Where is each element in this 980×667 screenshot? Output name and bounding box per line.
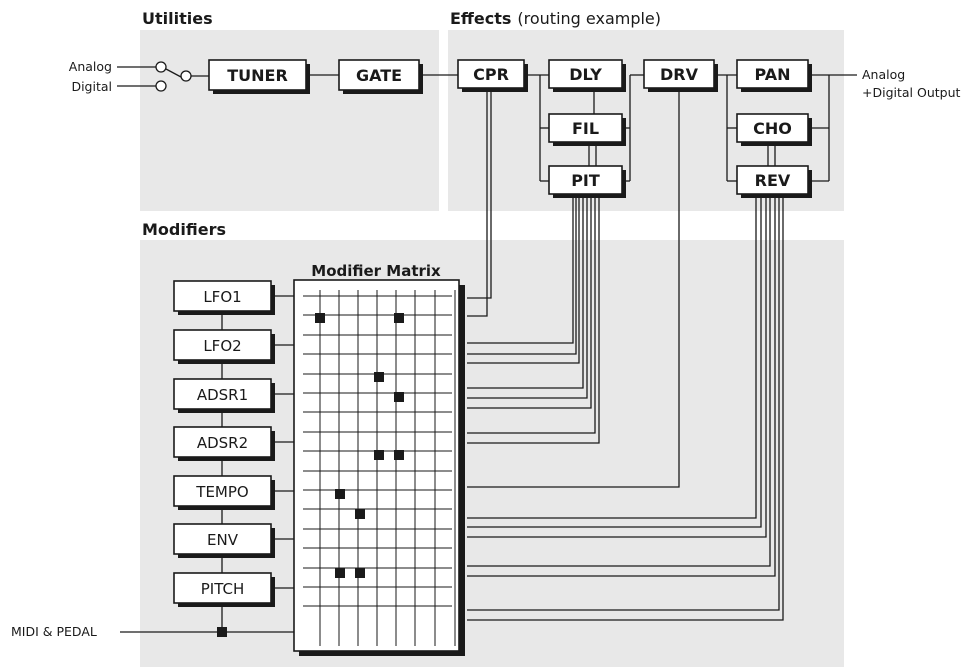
output-label-line2: +Digital Output: [862, 85, 961, 100]
matrix-connection-dot: [374, 450, 384, 460]
pan-block: PAN: [736, 59, 812, 92]
matrix-connection-dot: [394, 450, 404, 460]
svg-text:PITCH: PITCH: [201, 580, 245, 598]
matrix-connection-dot: [394, 313, 404, 323]
matrix-connection-dot: [374, 372, 384, 382]
adsr1-block: ADSR1: [173, 378, 275, 413]
lfo2-block: LFO2: [173, 329, 275, 364]
svg-text:PIT: PIT: [571, 171, 600, 190]
drv-block: DRV: [643, 59, 718, 92]
cpr-block: CPR: [457, 59, 528, 92]
gate-block: GATE: [338, 59, 423, 94]
svg-text:TUNER: TUNER: [227, 66, 288, 85]
matrix-connection-dot: [394, 392, 404, 402]
svg-text:CHO: CHO: [753, 119, 792, 138]
effects-title: Effects (routing example): [450, 9, 661, 28]
pitch-block: PITCH: [173, 572, 275, 607]
dly-block: DLY: [548, 59, 626, 92]
matrix-connection-dot: [355, 509, 365, 519]
modifier-routing-lines: [467, 88, 784, 621]
svg-text:LFO1: LFO1: [203, 288, 241, 306]
signal-chain-lines: [306, 74, 857, 182]
output-label-line1: Analog: [862, 67, 905, 82]
env-block: ENV: [173, 523, 275, 558]
modifiers-title: Modifiers: [142, 220, 226, 239]
adsr2-block: ADSR2: [173, 426, 275, 461]
matrix-connection-dot: [355, 568, 365, 578]
matrix-connection-dot: [335, 489, 345, 499]
input-switch: [117, 61, 209, 92]
modifier-matrix: [293, 279, 465, 656]
cho-block: CHO: [736, 113, 812, 146]
tuner-block: TUNER: [208, 59, 310, 94]
matrix-connection-dot: [335, 568, 345, 578]
svg-text:TEMPO: TEMPO: [195, 483, 248, 501]
utilities-title: Utilities: [142, 9, 213, 28]
fil-block: FIL: [548, 113, 626, 146]
matrix-title: Modifier Matrix: [311, 262, 441, 280]
svg-text:LFO2: LFO2: [203, 337, 241, 355]
rev-block: REV: [736, 165, 812, 198]
svg-text:REV: REV: [755, 171, 791, 190]
svg-text:DRV: DRV: [660, 65, 699, 84]
svg-text:FIL: FIL: [572, 119, 599, 138]
matrix-grid: [303, 290, 456, 646]
matrix-connection-dot: [315, 313, 325, 323]
svg-text:DLY: DLY: [569, 65, 602, 84]
input-digital-label: Digital: [71, 79, 112, 94]
svg-text:ADSR1: ADSR1: [197, 386, 248, 404]
midi-pedal-label: MIDI & PEDAL: [11, 624, 97, 639]
svg-text:GATE: GATE: [356, 66, 402, 85]
tempo-block: TEMPO: [173, 475, 275, 510]
svg-text:CPR: CPR: [473, 65, 509, 84]
utilities-panel: [140, 30, 439, 211]
effects-title-sub: (routing example): [517, 9, 661, 28]
matrix-connections: [315, 313, 404, 578]
effects-title-main: Effects: [450, 9, 511, 28]
lfo1-block: LFO1: [173, 280, 275, 315]
svg-text:ADSR2: ADSR2: [197, 434, 248, 452]
svg-text:PAN: PAN: [754, 65, 790, 84]
input-analog-label: Analog: [69, 59, 112, 74]
svg-text:ENV: ENV: [207, 531, 239, 549]
pit-block: PIT: [548, 165, 626, 198]
